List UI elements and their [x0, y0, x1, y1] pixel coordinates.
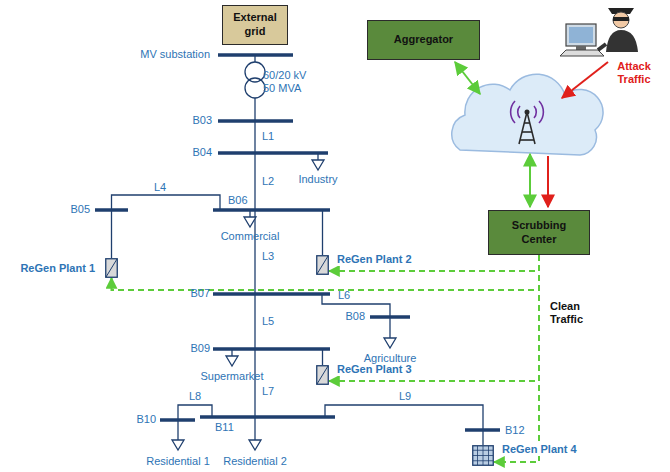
plant-symbol: [316, 365, 329, 385]
attacker-icon: [560, 8, 638, 56]
clean-traffic-link: [112, 255, 540, 290]
network-label: Industry: [298, 173, 337, 186]
network-label: B08: [345, 310, 365, 323]
network-label: Commercial: [221, 230, 280, 243]
scrubbing-box: Scrubbing Center: [488, 210, 590, 255]
network-label: 60/20 kV: [263, 69, 306, 82]
network-label: B03: [192, 114, 212, 127]
network-label: B04: [192, 146, 212, 159]
transformer-symbol: [245, 62, 265, 98]
plant-label: ReGen Plant 3: [335, 363, 414, 376]
traffic-label: Attack Traffic: [609, 60, 659, 86]
box-label: External grid: [227, 11, 283, 39]
traffic-label: Clean Traffic: [550, 300, 600, 326]
network-label: B05: [70, 203, 90, 216]
network-label: L2: [262, 175, 274, 188]
network-label: 50 MVA: [263, 82, 301, 95]
network-label: Residential 1: [146, 455, 210, 468]
network-label: L8: [189, 390, 201, 403]
plant-box: ReGen Plant 2: [316, 255, 329, 275]
network-label: B11: [215, 421, 234, 434]
network-label: B12: [505, 424, 525, 437]
network-label: L6: [338, 289, 350, 302]
network-label: MV substation: [140, 48, 210, 61]
plant-label: ReGen Plant 4: [500, 443, 579, 456]
network-label: L3: [262, 250, 274, 263]
network-label: Supermarket: [201, 370, 264, 383]
grid-box: External grid: [222, 5, 288, 45]
plant-box: ReGen Plant 1: [105, 258, 118, 278]
network-label: L9: [399, 390, 411, 403]
network-label: B06: [228, 194, 248, 207]
feeder-lines: [112, 55, 484, 445]
network-label: B09: [190, 342, 210, 355]
plant-symbol: [472, 445, 494, 466]
clean-traffic-link: [329, 255, 539, 381]
plant-box: ReGen Plant 3: [316, 365, 329, 385]
network-label: B07: [190, 287, 210, 300]
bus-bars: [95, 55, 500, 430]
plant-label: ReGen Plant 1: [18, 262, 97, 275]
plant-symbol: [105, 258, 118, 278]
network-label: L1: [262, 130, 274, 143]
box-label: Scrubbing Center: [503, 219, 575, 247]
clean-traffic-link: [494, 255, 539, 462]
aggregator-box: Aggregator: [367, 20, 480, 60]
network-label: Agriculture: [364, 352, 417, 365]
plant-symbol: [316, 255, 329, 275]
network-label: L7: [262, 385, 274, 398]
plant-label: ReGen Plant 2: [335, 253, 414, 266]
box-label: Aggregator: [394, 33, 453, 47]
network-label: B10: [136, 413, 156, 426]
network-label: Residential 2: [223, 455, 287, 468]
antenna-icon: [511, 101, 544, 144]
network-label: L5: [262, 315, 274, 328]
network-label: L4: [154, 181, 166, 194]
plant-box: ReGen Plant 4: [472, 445, 494, 466]
